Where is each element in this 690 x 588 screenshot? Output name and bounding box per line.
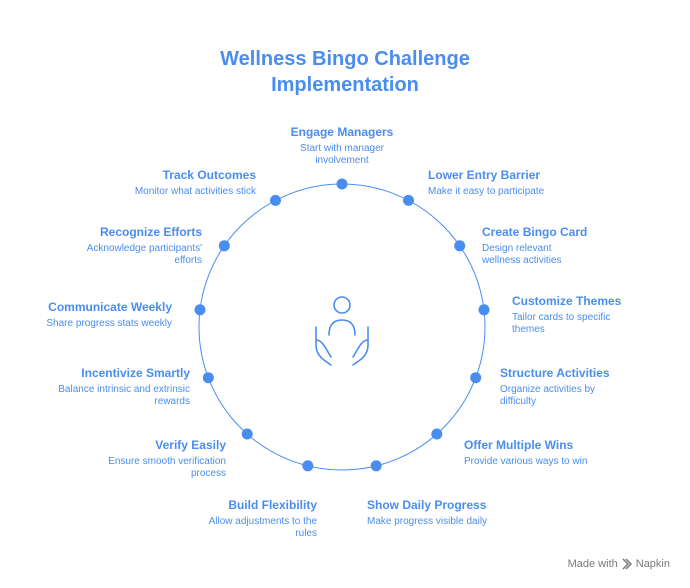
cycle-ring bbox=[198, 183, 486, 471]
step-description: Allow adjustments to the rules bbox=[208, 516, 317, 539]
cycle-dot bbox=[194, 304, 206, 316]
step-title: Recognize Efforts bbox=[99, 225, 202, 239]
step-description: Design relevant wellness activities bbox=[482, 243, 562, 266]
step-build-flexibility: Build Flexibility Allow adjustments to t… bbox=[127, 498, 317, 540]
step-title: Engage Managers bbox=[290, 125, 394, 139]
footer-made-with: Made with bbox=[567, 558, 618, 570]
napkin-logo-icon bbox=[622, 558, 632, 570]
step-verify-easily: Verify Easily Ensure smooth verification… bbox=[36, 438, 226, 480]
step-title: Show Daily Progress bbox=[367, 498, 487, 512]
step-structure-activities: Structure Activities Organize activities… bbox=[500, 366, 690, 408]
title-line-2: Implementation bbox=[271, 74, 419, 96]
step-description: Share progress stats weekly bbox=[46, 318, 172, 329]
step-title: Verify Easily bbox=[155, 438, 226, 452]
step-title: Lower Entry Barrier bbox=[428, 168, 541, 182]
step-recognize-efforts: Recognize Efforts Acknowledge participan… bbox=[12, 225, 202, 267]
cycle-dot bbox=[370, 460, 382, 472]
step-description: Ensure smooth verification process bbox=[108, 456, 226, 479]
cycle-dot bbox=[403, 194, 414, 206]
step-title: Track Outcomes bbox=[162, 168, 256, 182]
step-description: Organize activities by difficulty bbox=[500, 384, 596, 407]
step-lower-entry-barrier: Lower Entry Barrier Make it easy to part… bbox=[428, 168, 618, 198]
cycle-dot bbox=[202, 372, 214, 384]
step-description: Start with manager involvement bbox=[300, 143, 384, 166]
cycle-dot bbox=[270, 194, 281, 206]
step-title: Customize Themes bbox=[512, 294, 622, 308]
person-raised-hands-icon bbox=[315, 296, 369, 366]
step-communicate-weekly: Communicate Weekly Share progress stats … bbox=[0, 300, 172, 330]
page-title: Wellness Bingo Challenge Implementation bbox=[0, 46, 690, 98]
cycle-dot bbox=[431, 428, 443, 440]
step-title: Offer Multiple Wins bbox=[464, 438, 574, 452]
cycle-dot bbox=[470, 372, 482, 384]
step-incentivize-smartly: Incentivize Smartly Balance intrinsic an… bbox=[0, 366, 190, 408]
footer-branding: Made with Napkin bbox=[568, 558, 670, 570]
step-description: Provide various ways to win bbox=[464, 456, 588, 467]
step-create-bingo-card: Create Bingo Card Design relevant wellne… bbox=[482, 225, 672, 267]
step-track-outcomes: Track Outcomes Monitor what activities s… bbox=[66, 168, 256, 198]
step-description: Make progress visible daily bbox=[367, 516, 488, 527]
step-description: Acknowledge participants' efforts bbox=[86, 243, 202, 266]
step-title: Incentivize Smartly bbox=[81, 366, 190, 380]
step-customize-themes: Customize Themes Tailor cards to specifi… bbox=[512, 294, 690, 336]
step-description: Tailor cards to specific themes bbox=[512, 312, 611, 335]
cycle-dot bbox=[241, 428, 253, 440]
step-description: Make it easy to participate bbox=[428, 186, 545, 197]
step-description: Balance intrinsic and extrinsic rewards bbox=[58, 384, 190, 407]
cycle-dot bbox=[218, 240, 230, 252]
title-line-1: Wellness Bingo Challenge bbox=[220, 48, 470, 70]
cycle-dot bbox=[336, 178, 348, 190]
footer-brand: Napkin bbox=[635, 558, 670, 570]
step-show-daily-progress: Show Daily Progress Make progress visibl… bbox=[367, 498, 557, 528]
step-title: Communicate Weekly bbox=[48, 300, 172, 314]
cycle-dot bbox=[478, 304, 490, 316]
cycle-dots bbox=[194, 178, 490, 472]
cycle-dot bbox=[454, 240, 466, 252]
step-description: Monitor what activities stick bbox=[134, 186, 256, 197]
step-title: Create Bingo Card bbox=[482, 225, 588, 239]
step-offer-multiple-wins: Offer Multiple Wins Provide various ways… bbox=[464, 438, 654, 468]
step-engage-managers: Engage Managers Start with manager invol… bbox=[247, 125, 437, 167]
step-title: Build Flexibility bbox=[228, 498, 317, 512]
step-title: Structure Activities bbox=[500, 366, 610, 380]
cycle-dot bbox=[302, 460, 314, 472]
